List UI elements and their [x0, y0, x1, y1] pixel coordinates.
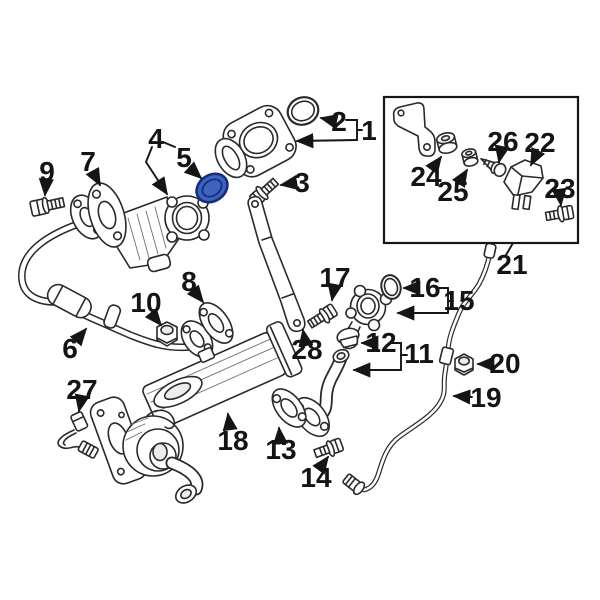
callout-24[interactable]: 24	[410, 161, 442, 192]
part-9-bolt	[29, 196, 66, 217]
callout-16[interactable]: 16	[409, 272, 440, 303]
callout-28[interactable]: 28	[291, 334, 322, 365]
callout-15[interactable]: 15	[443, 285, 474, 316]
callout-3[interactable]: 3	[294, 167, 310, 198]
callout-27[interactable]: 27	[66, 374, 97, 405]
callout-18[interactable]: 18	[217, 425, 248, 456]
callout-26[interactable]: 26	[487, 126, 518, 157]
callout-labels: 1 2 3 4 5 6 7 8 9 10 11 12 13 14 15 16 1…	[39, 106, 575, 493]
part-25-bushing	[461, 148, 479, 167]
part-19-vacuum-line	[342, 242, 497, 496]
part-2-o-ring	[286, 96, 320, 126]
leader-lines	[38, 114, 567, 475]
part-18-egr-cooler	[89, 321, 303, 504]
part-26-screw	[480, 157, 507, 178]
callout-2[interactable]: 2	[331, 106, 347, 137]
callout-1[interactable]: 1	[361, 115, 377, 146]
callout-21[interactable]: 21	[496, 249, 527, 280]
part-22-pressure-sensor	[503, 159, 544, 211]
callout-13[interactable]: 13	[265, 434, 296, 465]
part-23-bolt	[544, 204, 575, 223]
inset-bracket	[392, 102, 436, 157]
callout-5[interactable]: 5	[176, 142, 192, 173]
part-1-adapter-housing	[214, 104, 297, 179]
part-12-cap	[336, 327, 360, 350]
part-8-gasket	[198, 302, 234, 344]
inset-box-21	[382, 95, 580, 245]
callout-4[interactable]: 4	[148, 123, 164, 154]
part-28-support-strap	[247, 195, 306, 333]
part-10-nut	[156, 321, 178, 347]
part-13-gasket	[271, 388, 307, 428]
callout-7[interactable]: 7	[80, 146, 96, 177]
callout-10[interactable]: 10	[130, 287, 161, 318]
part-15-connector-flange	[344, 284, 393, 339]
callout-11[interactable]: 11	[404, 338, 434, 369]
part-5-gasket-highlighted[interactable]	[191, 168, 233, 208]
callout-9[interactable]: 9	[39, 156, 55, 187]
callout-17[interactable]: 17	[319, 262, 350, 293]
callout-25[interactable]: 25	[437, 176, 468, 207]
part-4-egr-valve	[113, 195, 210, 273]
callout-6[interactable]: 6	[62, 333, 78, 364]
part-27-temperature-sensor	[57, 411, 99, 459]
part-17-bolt	[306, 303, 338, 329]
part-14-bolt	[313, 437, 345, 459]
callout-12[interactable]: 12	[365, 327, 396, 358]
callout-20[interactable]: 20	[489, 348, 520, 379]
callout-14[interactable]: 14	[300, 462, 332, 493]
callout-23[interactable]: 23	[544, 173, 575, 204]
part-16-o-ring	[380, 274, 402, 300]
callout-19[interactable]: 19	[470, 382, 501, 413]
part-24-grommet	[435, 132, 458, 154]
callout-8[interactable]: 8	[181, 266, 197, 297]
part-20-nut	[454, 353, 474, 376]
callout-22[interactable]: 22	[524, 127, 555, 158]
